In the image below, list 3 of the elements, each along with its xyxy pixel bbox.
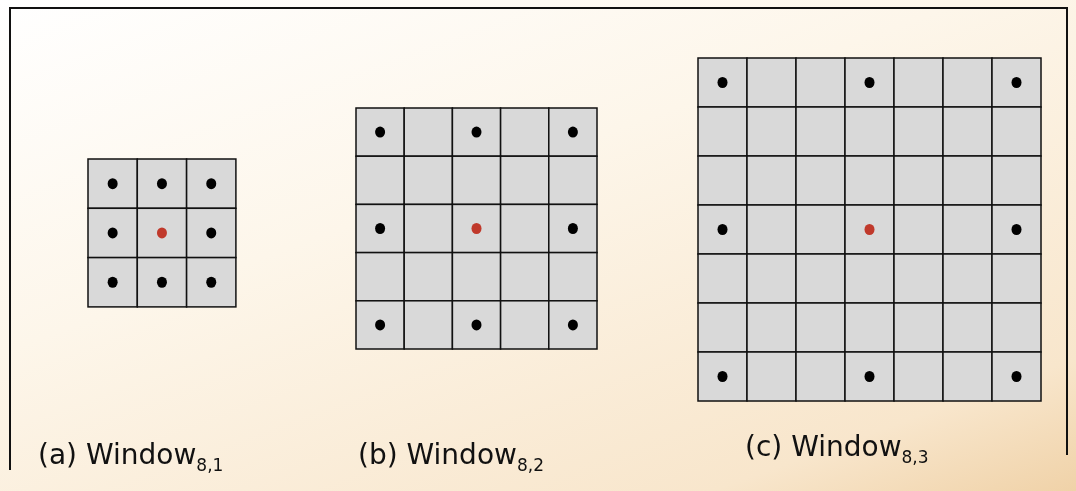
caption: (b) Window$_{8,2}$: [358, 438, 544, 475]
caption: (c) Window$_{8,3}$: [745, 430, 929, 467]
caption: (a) Window$_{8,1}$: [38, 438, 224, 475]
